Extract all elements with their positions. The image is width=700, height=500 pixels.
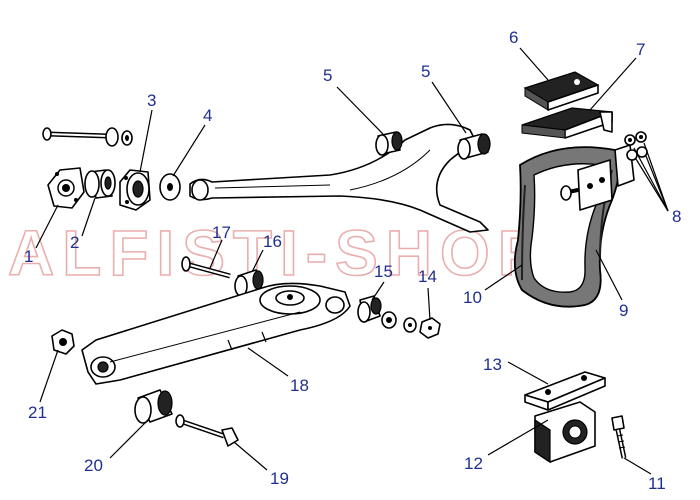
bolt-part-11 — [611, 415, 627, 459]
callout-21: 21 — [28, 403, 47, 422]
bushing-part-15 — [357, 295, 382, 323]
callout-2: 2 — [70, 233, 79, 252]
callout-5-right: 5 — [421, 62, 430, 81]
bolt-part-17 — [181, 256, 231, 279]
callout-16: 16 — [263, 232, 282, 251]
leader-lines — [35, 47, 669, 475]
trailing-arm-part-18 — [81, 282, 351, 385]
callout-14: 14 — [418, 267, 437, 286]
bushing-housing-part-3 — [119, 169, 151, 211]
flange-plate-part-1 — [47, 167, 85, 209]
bushing-part-5-right — [457, 133, 491, 160]
rubber-pad-part-6 — [523, 71, 600, 111]
washer-part-4 — [159, 173, 181, 201]
bushing-part-2 — [84, 169, 116, 199]
callout-4: 4 — [203, 106, 212, 125]
callout-18: 18 — [290, 376, 309, 395]
callout-20: 20 — [84, 456, 103, 475]
nut-part-14 — [419, 317, 441, 339]
callout-6: 6 — [509, 28, 518, 47]
a-frame-wishbone — [189, 123, 489, 233]
callout-12: 12 — [464, 454, 483, 473]
callout-10: 10 — [463, 288, 482, 307]
rubber-block-part-12 — [534, 401, 596, 464]
callout-15: 15 — [374, 262, 393, 281]
callout-7: 7 — [636, 40, 645, 59]
nuts-part-8 — [614, 131, 648, 187]
bolt-with-washers — [42, 127, 133, 147]
callout-13: 13 — [483, 355, 502, 374]
callout-17: 17 — [212, 223, 231, 242]
bushing-part-20 — [134, 389, 173, 424]
callout-11: 11 — [648, 474, 666, 493]
bracket-plate-part-7 — [521, 107, 613, 139]
washers-near-part-15 — [381, 311, 417, 333]
clamp-bracket-part-13 — [524, 371, 606, 411]
callout-8: 8 — [672, 207, 681, 226]
callout-5-left: 5 — [323, 66, 332, 85]
bushing-part-5-left — [375, 131, 403, 156]
bolt-part-19 — [175, 414, 239, 447]
callout-19: 19 — [270, 469, 289, 488]
bolt-part-8 — [560, 159, 613, 211]
watermark-text: ALFISTI-SHOP — [8, 217, 548, 289]
callout-3: 3 — [147, 91, 156, 110]
callout-9: 9 — [619, 301, 628, 320]
nut-part-21 — [51, 329, 75, 355]
callout-1: 1 — [24, 247, 33, 266]
